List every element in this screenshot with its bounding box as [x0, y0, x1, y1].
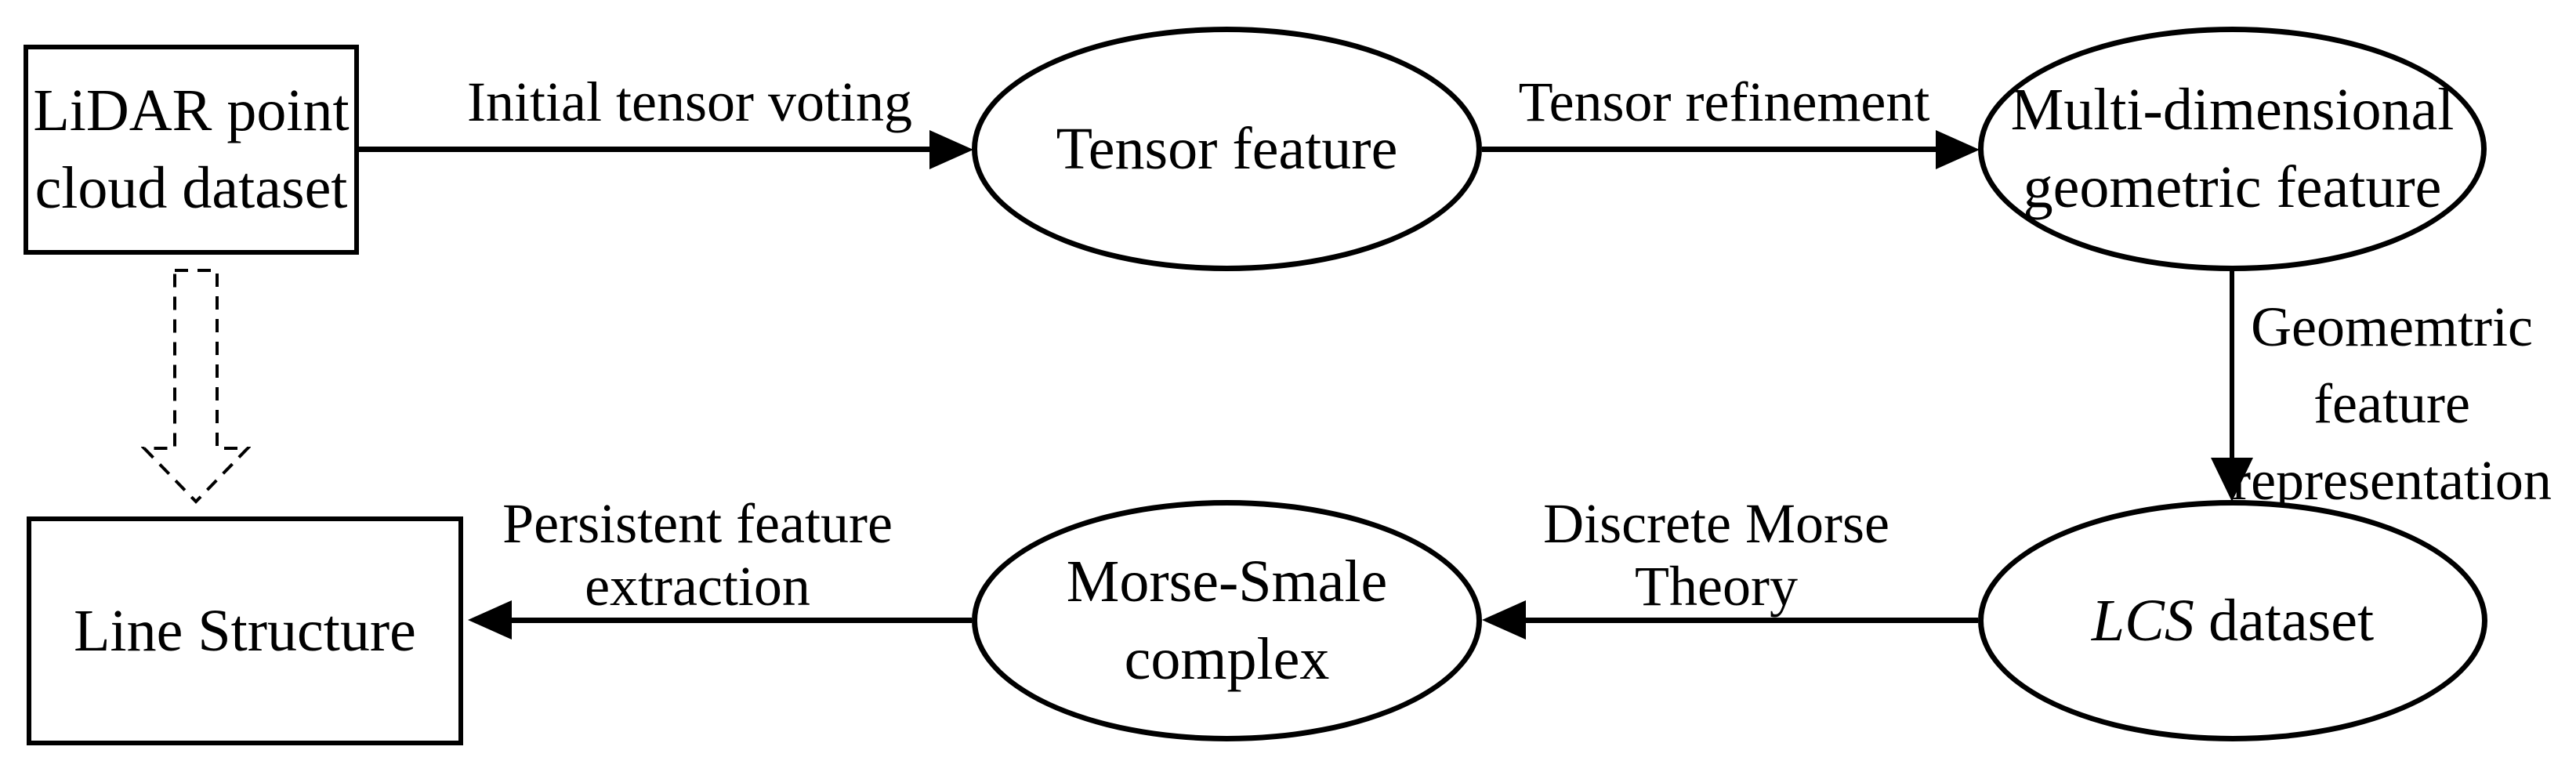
node-line-structure: Line Structure	[27, 516, 463, 745]
edge-line-initial-tensor-voting	[359, 147, 931, 152]
node-label: complex	[1124, 626, 1330, 692]
arrowhead-down-icon	[2211, 458, 2253, 502]
edge-line-geometric-feature-representation	[2230, 271, 2234, 459]
node-label: geometric feature	[2023, 154, 2442, 220]
node-label: cloud dataset	[34, 155, 348, 221]
dashed-down-arrow-icon	[141, 269, 251, 504]
edge-label-line: representation	[2232, 449, 2552, 512]
edge-label-initial-tensor-voting: Initial tensor voting	[467, 71, 912, 133]
edge-label-discrete-morse-theory: Discrete Morse Theory	[1543, 492, 1889, 618]
edge-label-geometric-feature-representation: Geomemtric feature representation	[2232, 288, 2552, 519]
edge-line-tensor-refinement	[1482, 147, 1937, 152]
dashed-arrow-outline	[141, 269, 251, 504]
arrowhead-left-icon	[468, 600, 512, 640]
edge-label-tensor-refinement: Tensor refinement	[1518, 71, 1930, 133]
edge-label-line: Theory	[1635, 555, 1798, 618]
arrowhead-right-icon	[1936, 130, 1980, 169]
edge-label-line: Persistent feature	[502, 492, 893, 555]
node-lcs-dataset: LCS dataset	[1978, 500, 2487, 741]
node-multi-dimensional-geometric-feature: Multi-dimensional geometric feature	[1978, 27, 2487, 271]
edge-label-line: Discrete Morse	[1543, 492, 1889, 555]
node-label-italic: LCS	[2091, 587, 2194, 654]
edge-line-discrete-morse-theory	[1526, 618, 1978, 623]
node-tensor-feature: Tensor feature	[972, 27, 1482, 271]
arrowhead-left-icon	[1482, 600, 1526, 640]
edge-label-persistent-feature-extraction: Persistent feature extraction	[502, 492, 893, 618]
node-morse-smale-complex: Morse-Smale complex	[972, 500, 1482, 741]
node-label: LiDAR point	[33, 78, 350, 144]
edge-line-persistent-feature-extraction	[512, 618, 972, 623]
arrowhead-right-icon	[929, 130, 973, 169]
node-lidar-point-cloud-dataset: LiDAR point cloud dataset	[24, 45, 359, 255]
edge-label-line: feature	[2313, 372, 2470, 435]
node-label: Multi-dimensional	[2010, 77, 2455, 143]
node-label: Morse-Smale	[1066, 549, 1388, 615]
node-label: Line Structure	[74, 597, 416, 664]
edge-label-line: Geomemtric	[2251, 295, 2533, 358]
node-label: Tensor feature	[1056, 115, 1398, 182]
edge-label-line: extraction	[585, 555, 810, 618]
node-label: dataset	[2208, 587, 2375, 654]
